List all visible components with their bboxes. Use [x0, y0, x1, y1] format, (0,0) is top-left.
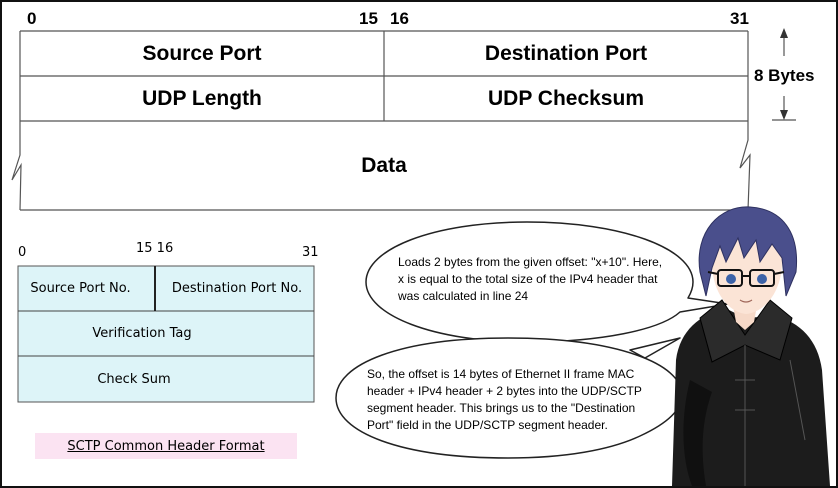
- sctp-verification-tag-cell: Verification Tag: [92, 326, 192, 341]
- character-arm: [683, 380, 712, 486]
- character-collar: [699, 299, 793, 363]
- bottom-speech-bubble: [335, 337, 683, 459]
- left-eye-icon: [726, 274, 736, 284]
- top-bubble-line: Loads 2 bytes from the given offset: "x+…: [398, 255, 663, 269]
- sctp-bit-15-16: 15 16: [136, 241, 174, 256]
- udp-bit-16: 16: [390, 9, 409, 28]
- right-eye-icon: [757, 274, 767, 284]
- udp-length-cell: UDP Length: [142, 86, 262, 110]
- character-hair: [698, 206, 798, 297]
- bottom-bubble-line: segment header. This brings us to the "D…: [367, 401, 636, 415]
- top-bubble-line: x is equal to the total size of the IPv4…: [398, 272, 658, 286]
- sctp-grid: [17, 265, 315, 403]
- sctp-caption: SCTP Common Header Format: [35, 433, 297, 459]
- top-bubble-text: Loads 2 bytes from the given offset: "x+…: [398, 254, 662, 305]
- udp-destination-port-cell: Destination Port: [484, 41, 648, 65]
- glasses-icon: [707, 269, 785, 287]
- udp-data-cell: Data: [361, 153, 407, 177]
- top-speech-bubble: [365, 221, 729, 343]
- udp-checksum-cell: UDP Checksum: [487, 86, 644, 110]
- udp-bit-15: 15: [359, 9, 378, 28]
- top-bubble-line: was calculated in line 24: [398, 289, 529, 303]
- bottom-bubble-line: So, the offset is 14 bytes of Ethernet I…: [367, 367, 635, 381]
- udp-bit-31: 31: [730, 9, 749, 28]
- udp-size-label: 8 Bytes: [754, 66, 815, 85]
- sctp-bit-31: 31: [302, 245, 319, 260]
- udp-bit-0: 0: [27, 9, 37, 28]
- udp-grid: [11, 28, 796, 211]
- character-mouth: [739, 299, 753, 303]
- sctp-source-port-cell: Source Port No.: [30, 281, 131, 296]
- udp-source-port-cell: Source Port: [142, 41, 262, 65]
- sctp-check-sum-cell: Check Sum: [97, 371, 171, 387]
- bottom-bubble-text: So, the offset is 14 bytes of Ethernet I…: [367, 366, 642, 434]
- bottom-bubble-line: header + IPv4 header + 2 bytes into the …: [367, 384, 642, 398]
- sctp-bit-0: 0: [18, 245, 27, 260]
- bottom-bubble-line: Port" field in the UDP/SCTP segment head…: [367, 418, 608, 432]
- coat-details: [735, 345, 806, 486]
- sctp-destination-port-cell: Destination Port No.: [171, 281, 303, 296]
